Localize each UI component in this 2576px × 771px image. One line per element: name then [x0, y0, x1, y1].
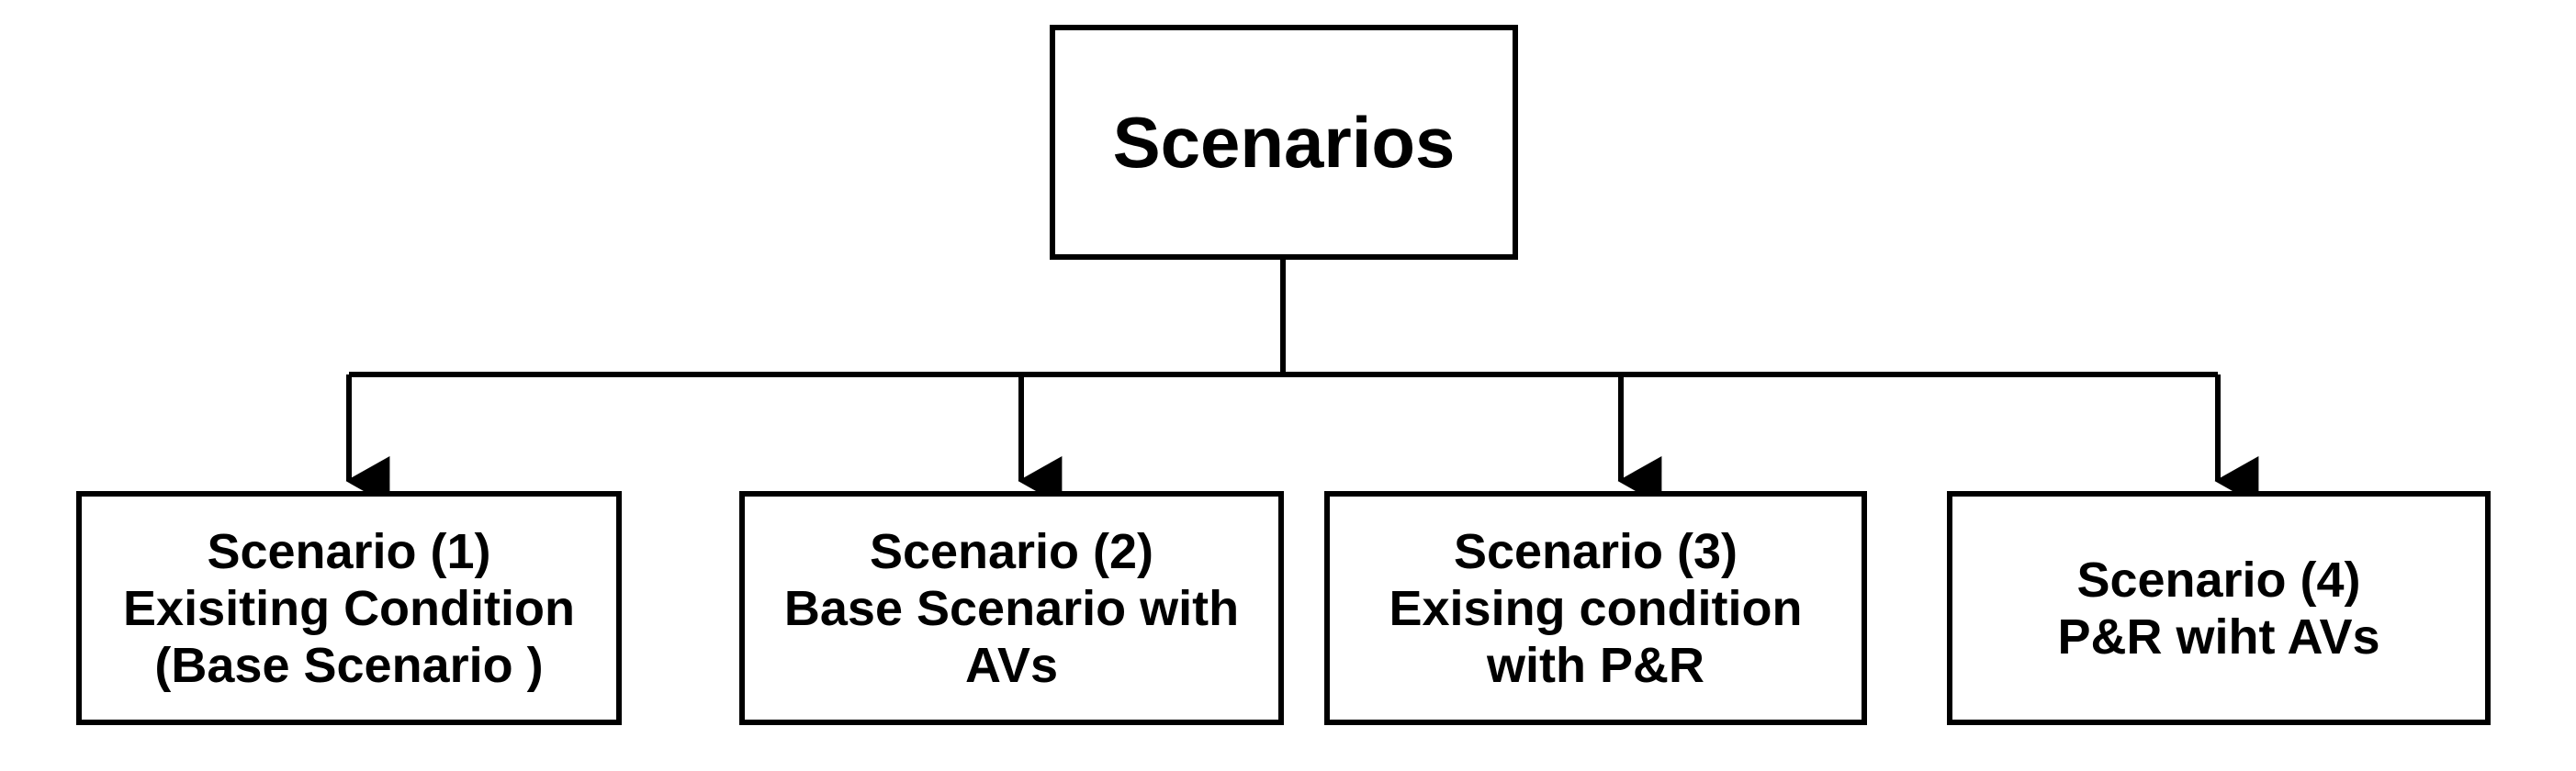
node-scenario-1-line-1: Scenario (1) [207, 523, 491, 579]
node-scenarios-label: Scenarios [1112, 102, 1456, 183]
node-scenario-3-line-2: Exising condition [1389, 580, 1803, 636]
node-scenario-2[interactable]: Scenario (2) Base Scenario with AVs [739, 491, 1284, 725]
node-scenario-3-line-3: with P&R [1487, 637, 1704, 693]
node-scenario-2-line-2: Base Scenario with [783, 580, 1240, 636]
node-scenario-1[interactable]: Scenario (1) Exisiting Condition (Base S… [76, 491, 622, 725]
node-scenario-4-line-2: P&R wiht AVs [2057, 609, 2380, 665]
node-scenario-1-line-2: Exisiting Condition [123, 580, 575, 636]
node-scenario-2-line-1: Scenario (2) [869, 523, 1154, 579]
node-scenario-1-line-3: (Base Scenario ) [154, 637, 544, 693]
node-scenario-4[interactable]: Scenario (4) P&R wiht AVs [1947, 491, 2491, 725]
node-scenario-3-line-1: Scenario (3) [1453, 523, 1738, 579]
node-scenario-2-line-3: AVs [964, 637, 1059, 693]
node-scenario-3[interactable]: Scenario (3) Exising condition with P&R [1324, 491, 1867, 725]
node-scenario-4-line-1: Scenario (4) [2076, 552, 2361, 608]
node-scenarios[interactable]: Scenarios [1050, 25, 1518, 260]
